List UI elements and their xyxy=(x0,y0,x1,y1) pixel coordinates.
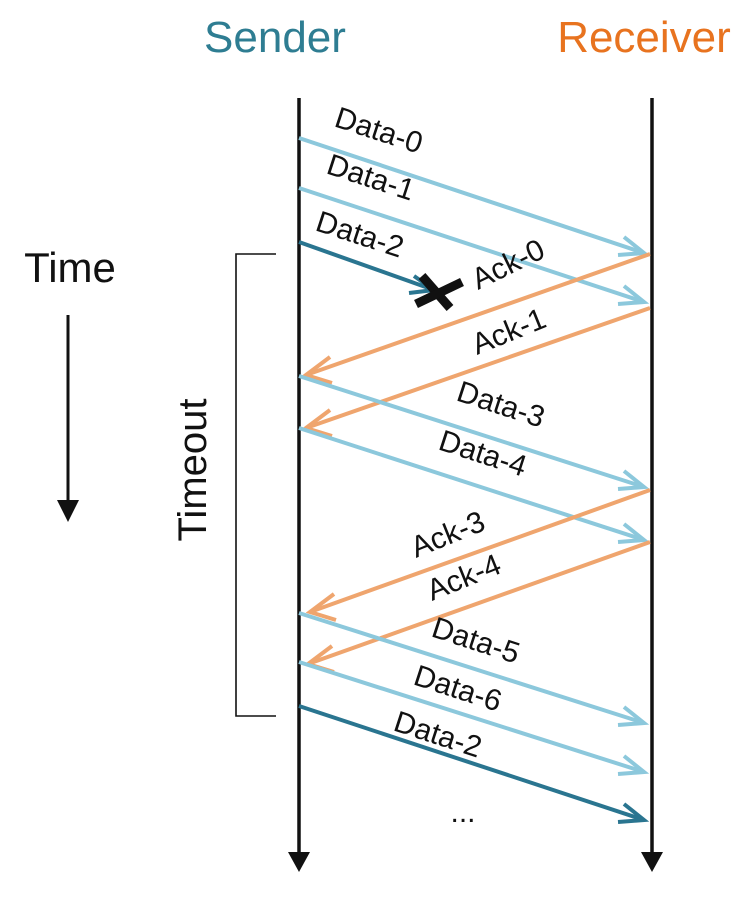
receiver-title: Receiver xyxy=(557,13,731,62)
sender-title: Sender xyxy=(204,13,346,62)
message-data-2-lost: Data-2 xyxy=(298,205,440,295)
timeout-label: Timeout xyxy=(171,398,215,541)
sender-lifeline xyxy=(288,98,310,872)
time-arrow xyxy=(57,315,79,522)
message-label: Data-5 xyxy=(428,611,524,670)
message-label: Data-2 xyxy=(390,705,486,764)
timeout-bracket xyxy=(235,253,276,717)
loss-x-icon xyxy=(414,273,464,311)
time-label: Time xyxy=(24,244,116,291)
message-label: Ack-1 xyxy=(467,302,550,361)
receiver-lifeline xyxy=(641,98,663,872)
message-label: Data-6 xyxy=(410,659,506,718)
message-ack-1: Ack-1 xyxy=(301,302,651,438)
message-label: Data-2 xyxy=(312,205,408,264)
continuation-ellipsis: ... xyxy=(450,796,475,829)
message-label: Ack-0 xyxy=(467,233,550,296)
message-label: Data-3 xyxy=(453,375,549,434)
message-ack-0: Ack-0 xyxy=(301,233,651,385)
